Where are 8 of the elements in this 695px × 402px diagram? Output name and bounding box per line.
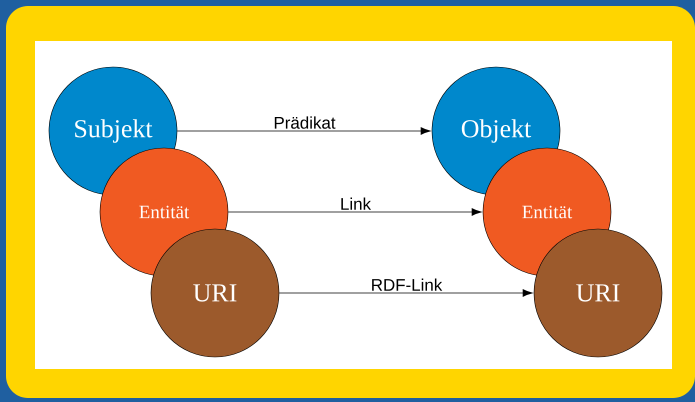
arrow	[176, 127, 431, 135]
edge-label: Link	[338, 196, 372, 211]
edge-label: Prädikat	[272, 115, 337, 130]
edge-label: RDF-Link	[370, 278, 444, 292]
arrow	[228, 208, 482, 216]
arrow	[278, 289, 533, 297]
circle-node: URI	[150, 228, 280, 358]
circle-node: URI	[534, 228, 662, 358]
